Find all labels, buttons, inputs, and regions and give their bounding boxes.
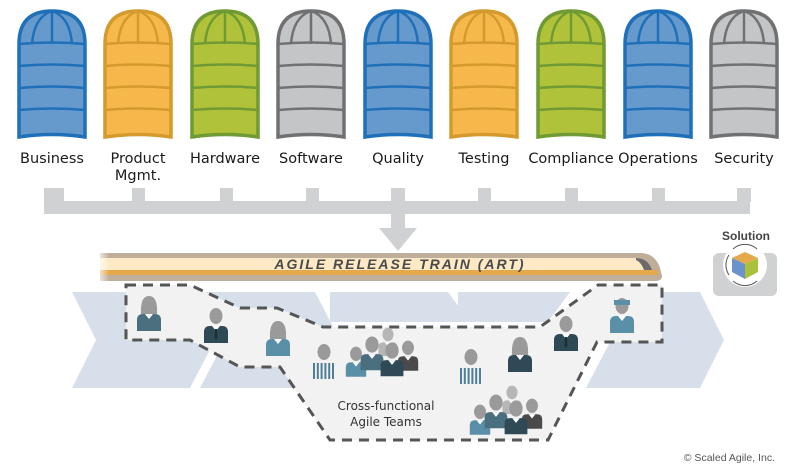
silo-hardware: Hardware <box>190 9 260 167</box>
connector-stub <box>565 188 578 202</box>
train-stripe-gold <box>100 270 658 275</box>
connector-stub <box>220 188 233 202</box>
connector-bar <box>44 188 751 251</box>
silo-label: Operations <box>618 151 698 167</box>
silo-label: Security <box>714 151 774 167</box>
copyright: © Scaled Agile, Inc. <box>684 452 775 464</box>
silo-label: Testing <box>458 151 510 167</box>
teams-label-line2: Agile Teams <box>350 415 422 429</box>
silo-label: Quality <box>372 151 424 167</box>
silo-label: Product <box>110 151 165 167</box>
people-icons <box>137 296 634 435</box>
silo-label: Mgmt. <box>115 168 161 184</box>
person-businessman-icon <box>554 316 578 351</box>
silo-business: Business <box>17 9 87 167</box>
train-stripe-cream <box>100 258 652 270</box>
person-woman-icon <box>266 321 290 356</box>
silo-label: Business <box>20 151 84 167</box>
silo-operations: Operations <box>618 9 698 167</box>
silo-testing: Testing <box>449 9 519 167</box>
silo-quality: Quality <box>363 9 433 167</box>
solution-block: Solution <box>713 229 777 296</box>
arrow-down-icon <box>379 228 417 251</box>
arrow-shaft <box>391 188 405 228</box>
connector-stub <box>652 188 665 202</box>
cube-cycle-icon <box>725 243 758 287</box>
team-member <box>380 342 404 377</box>
silo-label: Hardware <box>190 151 260 167</box>
train-fade <box>95 250 215 284</box>
value-stream-chevron <box>458 292 570 322</box>
agile-release-train: AGILE RELEASE TRAIN (ART) <box>95 250 662 284</box>
team-group-icon <box>469 385 543 435</box>
train-window <box>636 258 652 270</box>
team-member <box>469 404 491 435</box>
connector-stub <box>478 188 491 202</box>
person-woman-icon <box>508 337 532 372</box>
person-businessman-icon <box>204 308 228 343</box>
value-stream-chevron <box>330 292 470 322</box>
team-group-icon <box>345 327 419 377</box>
silo-compliance: Compliance <box>528 9 614 167</box>
team-member <box>504 400 528 435</box>
silo-security: Security <box>709 9 779 167</box>
silo-label: Compliance <box>528 151 613 167</box>
connector-stub <box>306 188 319 202</box>
solution-label: Solution <box>722 229 770 243</box>
person-conductor-icon <box>610 298 634 333</box>
team-member <box>484 394 508 429</box>
team-member <box>360 336 384 371</box>
teams-label-line1: Cross-functional <box>338 399 435 413</box>
silo-software: Software <box>276 9 346 167</box>
person-striped-shirt-icon <box>313 344 334 379</box>
connector-stub <box>132 188 145 202</box>
person-woman-icon <box>137 296 161 331</box>
train-title: AGILE RELEASE TRAIN (ART) <box>273 256 525 272</box>
person-striped-shirt-icon <box>460 349 481 384</box>
silo-label: Software <box>279 151 343 167</box>
